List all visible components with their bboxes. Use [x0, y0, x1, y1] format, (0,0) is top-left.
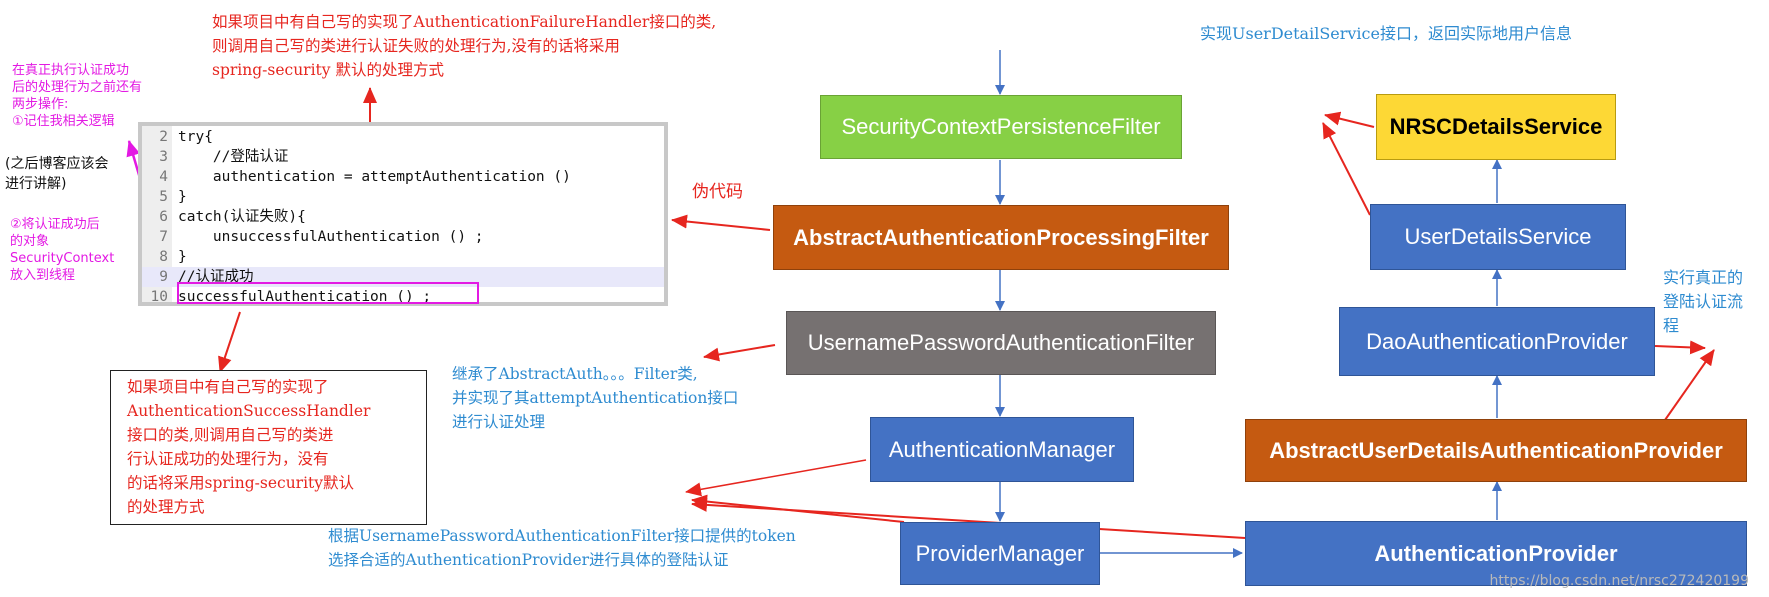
real-login-flow-note: 实行真正的 登陆认证流 程: [1663, 268, 1744, 335]
red-arrow-user-details: [1322, 122, 1371, 216]
line-number: 5: [159, 189, 168, 205]
code-text: try{: [178, 129, 213, 145]
line-number: 3: [159, 149, 168, 165]
red-arrow-inherit: [703, 344, 776, 362]
user-detail-service-note: 实现UserDetailService接口，返回实际地用户信息: [1200, 24, 1572, 43]
success-call-highlight: [177, 282, 479, 304]
line-number: 4: [159, 169, 168, 185]
abstract-user-details-authentication-provider-node: AbstractUserDetailsAuthenticationProvide…: [1245, 419, 1747, 482]
before-success-note: 在真正执行认证成功 后的处理行为之前还有 两步操作: ①记住我相关逻辑: [12, 63, 143, 129]
line-number: 8: [159, 249, 168, 265]
success-handler-note-box: 如果项目中有自己写的实现了 AuthenticationSuccessHandl…: [110, 370, 427, 525]
node-label: AbstractUserDetailsAuthenticationProvide…: [1269, 437, 1723, 463]
nrsc-details-service-node: NRSCDetailsService: [1376, 94, 1616, 160]
choose-provider-note: 根据UsernamePasswordAuthenticationFilter接口…: [328, 527, 796, 569]
code-line: 6 catch(认证失败){: [142, 207, 664, 227]
failure-handler-note: 如果项目中有自己写的实现了AuthenticationFailureHandle…: [212, 13, 717, 79]
code-text: }: [178, 189, 187, 205]
node-label: NRSCDetailsService: [1389, 114, 1603, 139]
user-details-service-node: UserDetailsService: [1370, 204, 1626, 270]
node-label: SecurityContextPersistenceFilter: [841, 114, 1161, 139]
code-line: 4 authentication = attemptAuthentication…: [142, 167, 664, 187]
code-line: 7 unsuccessfulAuthentication () ;: [142, 227, 664, 247]
node-label: UsernamePasswordAuthenticationFilter: [807, 330, 1195, 355]
authentication-provider-node: AuthenticationProvider: [1245, 521, 1747, 586]
inherit-filter-note: 继承了AbstractAuth。。。Filter类, 并实现了其attemptA…: [452, 365, 739, 431]
abstract-authentication-processing-filter-node: AbstractAuthenticationProcessingFilter: [773, 205, 1229, 270]
code-line: 3 //登陆认证: [142, 147, 664, 167]
red-arrow-authentication-provider: [691, 497, 1246, 539]
line-number: 9: [159, 269, 168, 285]
node-label: DaoAuthenticationProvider: [1366, 328, 1628, 354]
dao-authentication-provider-node: DaoAuthenticationProvider: [1339, 307, 1655, 376]
node-label: AbstractAuthenticationProcessingFilter: [793, 224, 1209, 250]
line-number: 7: [159, 229, 168, 245]
authentication-manager-node: AuthenticationManager: [870, 417, 1134, 482]
node-label: ProviderManager: [915, 540, 1085, 566]
code-text: //登陆认证: [178, 149, 289, 165]
code-line: 2 try{: [142, 127, 664, 147]
line-number: 2: [159, 129, 168, 145]
red-arrow-success: [218, 311, 241, 373]
code-text: successfulAuthentication () ;: [178, 289, 432, 305]
node-label: AuthenticationManager: [888, 436, 1116, 462]
node-label: AuthenticationProvider: [1374, 540, 1618, 566]
line-number: 10: [150, 289, 168, 305]
username-password-authentication-filter-node: UsernamePasswordAuthenticationFilter: [786, 311, 1216, 375]
code-text: unsuccessfulAuthentication () ;: [178, 229, 484, 245]
red-arrow-nrsc: [1324, 111, 1375, 128]
watermark: https://blog.csdn.net/nrsc272420199: [1489, 573, 1749, 589]
blog-later-note: (之后博客应该会 进行讲解): [5, 156, 109, 192]
code-text: //认证成功: [178, 269, 254, 285]
security-context-persistence-filter-node: SecurityContextPersistenceFilter: [820, 95, 1182, 159]
red-arrow-dao: [1654, 340, 1706, 355]
code-text: catch(认证失败){: [178, 209, 306, 225]
red-arrow-pseudocode: [671, 214, 771, 231]
red-arrow-real-login: [1664, 349, 1715, 421]
line-number: 6: [159, 209, 168, 225]
red-arrow-manager: [685, 459, 867, 497]
pseudo-code-label: 伪代码: [692, 182, 743, 202]
code-line: 10 successfulAuthentication () ;: [142, 287, 664, 307]
provider-manager-node: ProviderManager: [900, 522, 1100, 585]
success-handler-note: 如果项目中有自己写的实现了 AuthenticationSuccessHandl…: [127, 378, 371, 516]
node-label: UserDetailsService: [1404, 224, 1592, 249]
security-context-note: ②将认证成功后 的对象 SecurityContext 放入到线程: [10, 217, 115, 283]
code-line: 8}: [142, 247, 664, 267]
code-line: 5}: [142, 187, 664, 207]
code-text: }: [178, 249, 187, 265]
code-text: authentication = attemptAuthentication (…: [178, 169, 571, 185]
